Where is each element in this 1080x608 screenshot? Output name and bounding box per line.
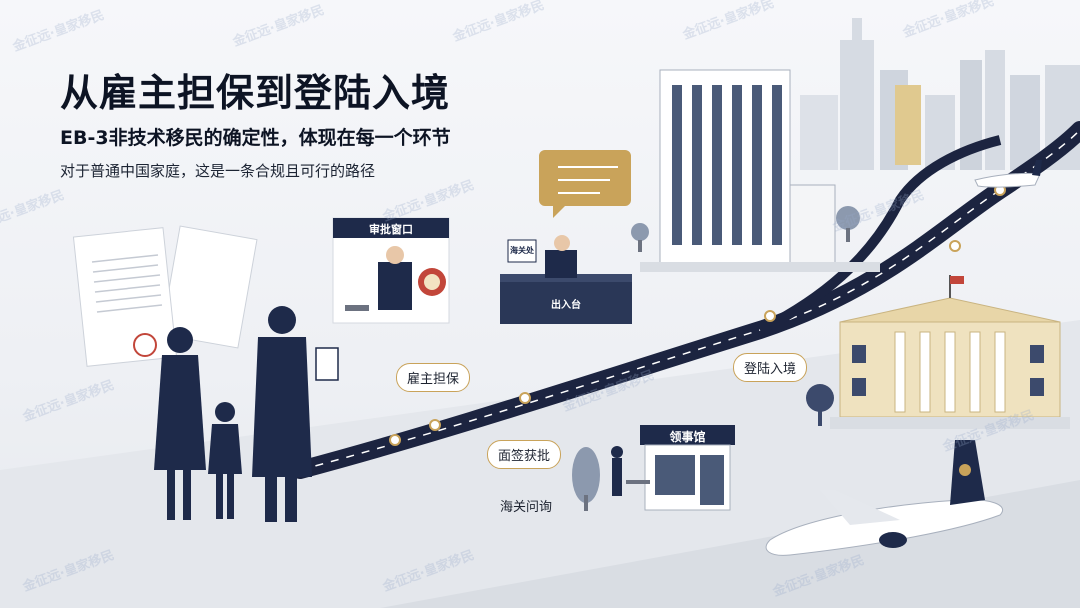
approval-window-sign: 审批窗口 bbox=[369, 223, 413, 236]
page-title: 从雇主担保到登陆入境 bbox=[60, 71, 451, 115]
airplane-large bbox=[765, 440, 1003, 556]
milestone-interview: 面签获批 bbox=[487, 440, 562, 469]
approval-booth bbox=[332, 217, 450, 324]
customs-counter bbox=[500, 150, 632, 324]
airplane-small bbox=[974, 160, 1042, 188]
consulate-booth bbox=[572, 425, 735, 511]
consulate-sign: 领事馆 bbox=[669, 430, 706, 444]
office-tower bbox=[631, 69, 880, 272]
documents-illustration bbox=[72, 225, 258, 367]
page-tagline: 对于普通中国家庭，这是一条合规且可行的路径 bbox=[60, 162, 376, 180]
milestone-sponsor: 雇主担保 bbox=[396, 363, 471, 392]
customs-tag-sign: 海关处 bbox=[510, 246, 534, 255]
milestone-landing: 登陆入境 bbox=[733, 353, 808, 382]
border-counter-sign: 出入台 bbox=[551, 300, 581, 311]
page-subtitle: EB-3非技术移民的确定性，体现在每一个环节 bbox=[60, 127, 451, 149]
government-building bbox=[806, 275, 1070, 429]
family-illustration bbox=[154, 306, 339, 522]
city-skyline bbox=[800, 18, 1080, 170]
upper-road bbox=[757, 135, 1002, 335]
milestone-customs: 海关问询 bbox=[500, 500, 553, 515]
